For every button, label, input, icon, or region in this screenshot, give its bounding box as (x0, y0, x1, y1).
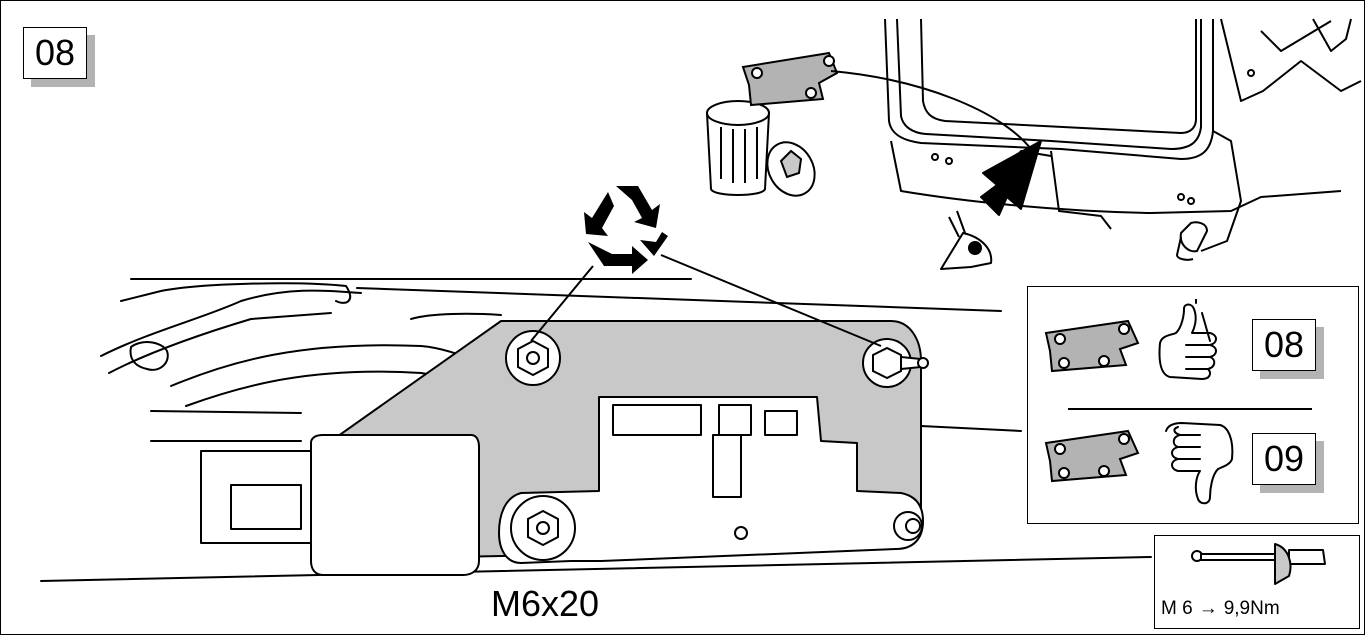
torque-wrench-icon (1191, 543, 1326, 585)
torque-spec: M 6→9,9Nm (1161, 598, 1280, 620)
bracket-icon (1044, 429, 1140, 483)
cover-hole (734, 526, 748, 540)
goto-step-number: 08 (1252, 319, 1316, 371)
goto-step-ok: 08 (1252, 319, 1324, 379)
frame-member (120, 282, 352, 304)
cover-window (764, 410, 798, 436)
fastener-label: M6x20 (491, 583, 600, 624)
cover-slot (712, 434, 742, 498)
thumb-down-icon (1165, 422, 1234, 505)
leader-line (530, 254, 882, 347)
connector-slot (230, 484, 302, 530)
floor-line (150, 410, 302, 442)
recycle-icon (584, 186, 668, 274)
divider (1068, 408, 1312, 410)
clip (129, 341, 169, 371)
bracket-icon (741, 51, 839, 107)
floor-line (40, 278, 1152, 582)
arrow-icon: → (1198, 598, 1218, 619)
goto-step-not-ok: 09 (1252, 433, 1324, 493)
vehicle-body (884, 18, 1362, 261)
arrow-icon (980, 140, 1042, 216)
step-number-badge: 08 (23, 27, 95, 87)
bracket-icon (1044, 319, 1140, 373)
nut-thread (526, 351, 540, 365)
frame-member (100, 289, 362, 374)
thread-size: M 6 (1161, 598, 1193, 619)
step-number: 08 (23, 27, 87, 79)
leader-line (830, 70, 1032, 150)
decision-box: 08 09 (1027, 286, 1359, 524)
goto-step-number: 09 (1252, 433, 1316, 485)
cover-window (612, 404, 702, 436)
pin (905, 518, 921, 534)
bracket-cover (498, 396, 924, 564)
connector-housing (310, 434, 480, 576)
torque-spec-box: M 6→9,9Nm (1154, 535, 1360, 629)
stud-tip (917, 357, 929, 369)
waste-bin-icon (705, 100, 816, 197)
thumb-up-icon (1158, 299, 1217, 380)
frame-member (410, 312, 502, 320)
bolt-center (536, 521, 550, 535)
stud-nut (872, 346, 902, 380)
torque-value: 9,9Nm (1223, 598, 1280, 619)
cover-window (718, 404, 752, 436)
eye-icon (940, 210, 993, 270)
